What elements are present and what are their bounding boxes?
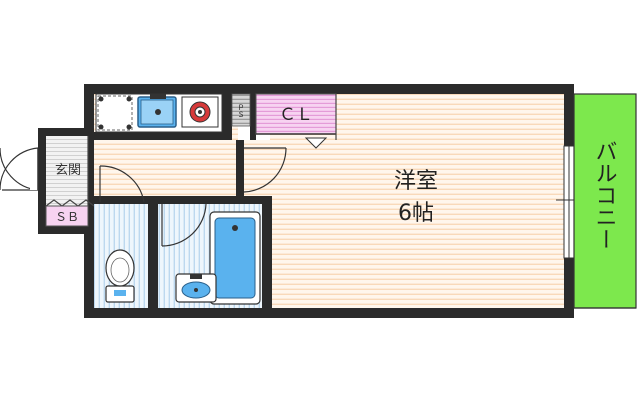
closet-door-marker (304, 137, 328, 149)
fridge-space (97, 95, 133, 131)
interior-walls (94, 94, 272, 308)
closet (255, 93, 337, 135)
western-room-name: 洋室 (394, 169, 438, 194)
toilet-icon (105, 249, 135, 303)
pipe-space (231, 93, 251, 127)
balcony-label: バルコニー (592, 140, 617, 250)
shoe-box (45, 205, 89, 227)
balcony (573, 93, 637, 309)
room-door (243, 147, 287, 193)
closet-label: ＣＬ (279, 105, 313, 125)
western-room-size: 6帖 (398, 201, 434, 226)
entrance-label: 玄関 (55, 163, 81, 178)
bathtub-icon (209, 211, 261, 305)
entrance-step (45, 199, 95, 207)
shoe-box-label: ＳＢ (55, 210, 79, 224)
kitchen-counter (95, 93, 223, 133)
entrance-floor (46, 136, 88, 206)
entrance-door (0, 136, 39, 191)
bathroom-door (161, 203, 207, 247)
toilet-door (99, 165, 145, 203)
outer-walls (38, 84, 574, 318)
wash-basin-icon (175, 273, 217, 303)
pipe-space-label: ＰＳ (237, 104, 245, 118)
